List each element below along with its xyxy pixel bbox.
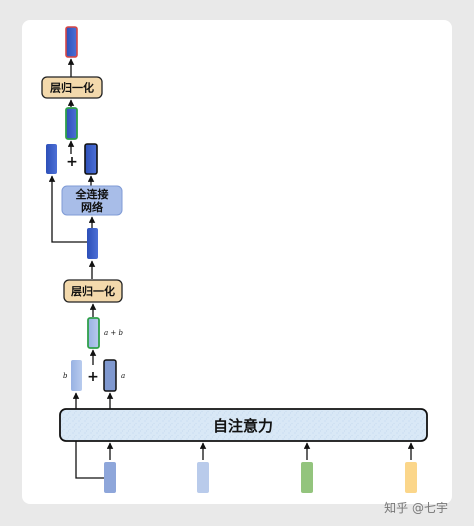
sum-token-bottom xyxy=(87,317,100,349)
input-token-4 xyxy=(405,462,417,493)
residual-token-top xyxy=(46,144,57,174)
ffn-output-token xyxy=(84,143,98,175)
label-b: b xyxy=(63,372,68,380)
ffn-label-line1: 全连接 xyxy=(75,187,109,201)
output-token xyxy=(65,26,78,58)
input-token-2 xyxy=(197,462,209,493)
ffn-label-line2: 网络 xyxy=(81,200,103,214)
label-a-plus-b: a + b xyxy=(104,329,123,337)
self-attention-label: 自注意力 xyxy=(213,417,273,435)
mid-token xyxy=(87,228,98,259)
watermark: 知乎 @七宇 xyxy=(384,501,448,515)
ffn-box xyxy=(61,185,123,216)
plus-top: + xyxy=(66,154,78,170)
self-attention-box xyxy=(59,408,428,442)
sum-token-top xyxy=(65,107,78,140)
layernorm-top-box xyxy=(41,76,103,99)
layernorm-bottom-label: 层归一化 xyxy=(70,284,115,298)
residual-token-bottom xyxy=(71,360,82,391)
layernorm-bottom-box xyxy=(63,279,123,303)
input-token-1 xyxy=(104,462,116,493)
residual-skip-top xyxy=(48,175,87,243)
attention-output-token xyxy=(103,359,117,392)
layernorm-top-label: 层归一化 xyxy=(49,81,94,95)
input-token-3 xyxy=(301,462,313,493)
plus-bottom: + xyxy=(87,369,99,385)
label-a: a xyxy=(121,372,125,380)
